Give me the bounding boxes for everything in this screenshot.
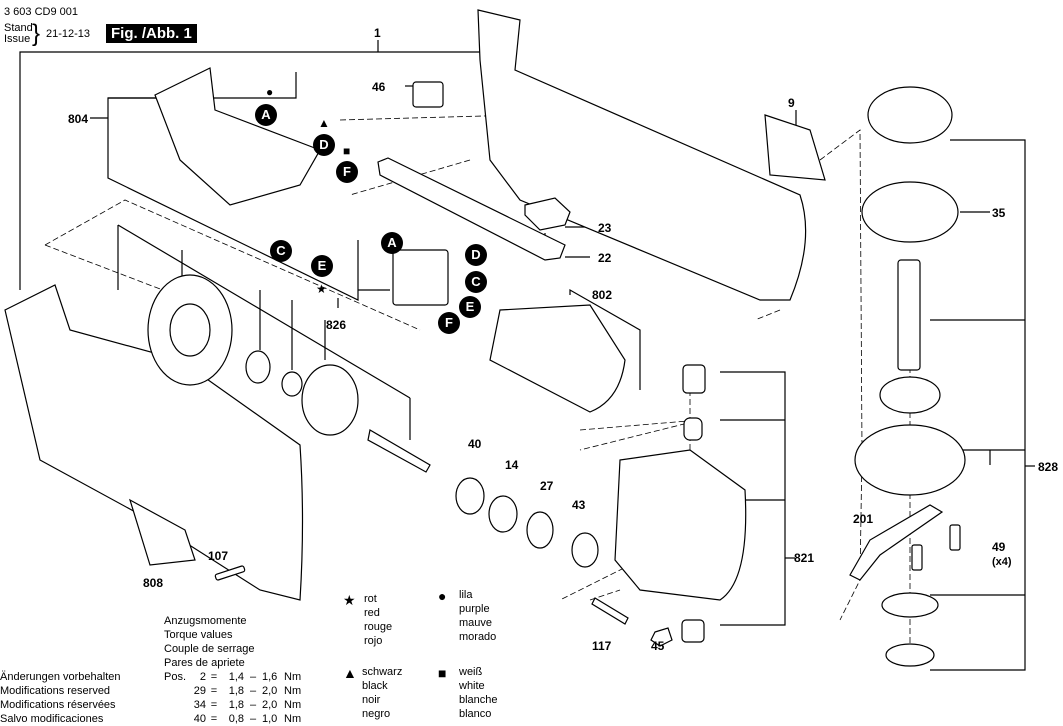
bracket-802 — [569, 288, 641, 390]
part-label-804: 804 — [68, 112, 89, 126]
part-label-22: 22 — [598, 251, 612, 265]
torque-max: 2,0 — [262, 685, 278, 697]
torque-unit: Nm — [284, 685, 302, 697]
part-label-1: 1 — [374, 26, 381, 40]
electronics-module — [154, 67, 321, 206]
housing-lower — [4, 284, 304, 601]
part-label-40: 40 — [468, 437, 482, 451]
triangle-mark: ▲ — [318, 116, 330, 130]
part-label-43: 43 — [572, 498, 586, 512]
torque-pos: 2 — [199, 671, 206, 683]
torque-title-de: Anzugsmomente — [164, 615, 247, 627]
torque-pos: 40 — [193, 713, 206, 725]
legend-triangle-icon: ▲ — [343, 665, 357, 681]
torque-max: 1,6 — [262, 671, 278, 683]
stand-label: Stand — [4, 22, 33, 34]
figure-label: Fig. /Abb. 1 — [106, 24, 197, 43]
torque-min: 1,8 — [228, 685, 244, 697]
part-label-27: 27 — [540, 479, 554, 493]
disclaimer-fr: Modifications réservées — [0, 699, 116, 711]
part-label-23: 23 — [598, 221, 612, 235]
connector-e: E — [311, 255, 333, 277]
part-label-35: 35 — [992, 206, 1006, 220]
torque-unit: Nm — [284, 671, 302, 683]
legend-square-icon: ■ — [438, 665, 447, 681]
square-mark: ■ — [343, 144, 351, 158]
torque-row: Pos. 2 = 1,4 – 1,6 Nm — [164, 671, 302, 683]
gear-head — [614, 449, 747, 601]
legend-circle-icon: ● — [438, 588, 447, 604]
doc-number: 3 603 CD9 001 — [4, 6, 78, 18]
part-label-828: 828 — [1038, 460, 1059, 474]
torque-row: 34 = 1,8 – 2,0 Nm — [193, 699, 302, 711]
part-label-117: 117 — [592, 639, 612, 653]
connector-f: F — [336, 161, 358, 183]
issue-date: 21-12-13 — [46, 28, 91, 40]
torque-title-fr: Couple de serrage — [164, 643, 255, 655]
legend-star-icon: ★ — [343, 592, 356, 608]
pos-label: Pos. — [164, 671, 187, 683]
bracket-804b — [107, 118, 359, 301]
connector-c: C — [270, 240, 292, 262]
part-label-826: 826 — [326, 318, 347, 332]
part-label-14: 14 — [505, 458, 519, 472]
bracket-828 — [930, 139, 1026, 671]
part-label-9: 9 — [788, 96, 795, 110]
star-mark: ★ — [316, 282, 327, 296]
connector-a: A — [255, 104, 277, 126]
issue-label: Issue — [4, 33, 31, 45]
torque-max: 1,0 — [262, 713, 278, 725]
torque-title-es: Pares de apriete — [164, 657, 245, 669]
part-label-46: 46 — [372, 80, 386, 94]
torque-row: 40 = 0,8 – 1,0 Nm — [193, 713, 302, 725]
motor — [489, 304, 626, 413]
torque-unit: Nm — [284, 699, 302, 711]
torque-max: 2,0 — [262, 699, 278, 711]
torque-values: Anzugsmomente Torque values Couple de se… — [164, 614, 301, 726]
brace: } — [32, 20, 41, 47]
switch-connector-e: E — [459, 296, 481, 318]
switch-connector-c: C — [465, 271, 487, 293]
torque-min: 0,8 — [228, 713, 244, 725]
disclaimer-de: Änderungen vorbehalten — [0, 671, 121, 683]
part-label-201: 201 — [853, 512, 874, 526]
part-label-45: 45 — [651, 639, 665, 653]
housing-upper — [477, 9, 807, 301]
torque-min: 1,4 — [228, 671, 244, 683]
torque-title-en: Torque values — [164, 629, 233, 641]
connector-d: D — [313, 134, 335, 156]
disclaimer-es: Salvo modificaciones — [0, 713, 104, 725]
torque-min: 1,8 — [228, 699, 244, 711]
disclaimer: Änderungen vorbehalten Modifications res… — [0, 670, 120, 726]
torque-pos: 34 — [193, 699, 206, 711]
disclaimer-en: Modifications reserved — [0, 685, 111, 697]
bracket-1 — [19, 51, 490, 290]
part-label-821: 821 — [794, 551, 815, 565]
switch-connector-a: A — [381, 232, 403, 254]
part-label-49-qty: (x4) — [992, 556, 1012, 568]
torque-row: 29 = 1,8 – 2,0 Nm — [193, 685, 302, 697]
part-label-107: 107 — [208, 549, 229, 563]
circle-mark: ● — [266, 85, 274, 99]
torque-unit: Nm — [284, 713, 302, 725]
switch-connector-d: D — [465, 244, 487, 266]
part-label-808: 808 — [143, 576, 164, 590]
bracket-821 — [720, 371, 786, 626]
switch-connector-f: F — [438, 312, 460, 334]
torque-pos: 29 — [193, 685, 206, 697]
part-label-802: 802 — [592, 288, 613, 302]
part-label-49: 49 — [992, 540, 1006, 554]
